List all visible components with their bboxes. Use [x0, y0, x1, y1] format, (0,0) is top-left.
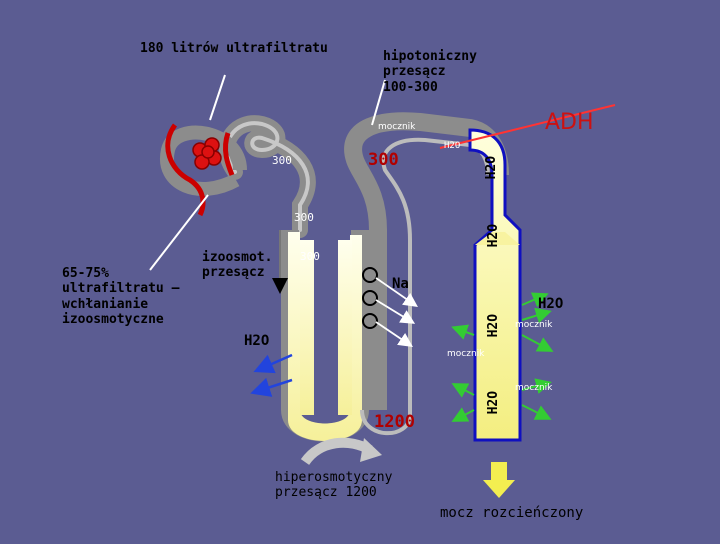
label-dilute-urine: mocz rozcieńczony — [440, 505, 583, 522]
label-h2o-top-small: H2O — [444, 141, 460, 152]
label-hypotonic: hipotoniczny przesącz 100-300 — [383, 49, 477, 95]
label-h2o-right: H2O — [538, 296, 563, 313]
label-osm-300-red: 300 — [368, 150, 399, 170]
pointer-reabsorption — [150, 195, 208, 270]
label-osm-300-mid: 300 — [294, 212, 314, 225]
label-urea-center: mocznik — [447, 349, 484, 360]
label-urea-right2: mocznik — [515, 383, 552, 394]
down-arrow-icon — [483, 462, 515, 498]
label-osm-300-left: 300 — [272, 155, 292, 168]
label-h2o-vert-2: H2O — [486, 224, 501, 247]
label-h2o-vert-1: H2O — [484, 156, 499, 179]
label-h2o-vert-4: H2O — [486, 391, 501, 414]
label-ultrafiltrate: 180 litrów ultrafiltratu — [140, 41, 328, 56]
label-reabsorption: 65-75% ultrafiltratu – wchłanianie izoos… — [62, 266, 179, 327]
label-adh: ADH — [545, 110, 594, 136]
pointer-ultrafiltrate — [210, 75, 225, 120]
label-osm-300-inner: 300 — [300, 251, 320, 264]
label-hyperosmotic: hiperosmotyczny przesącz 1200 — [275, 470, 392, 501]
label-urea-right1: mocznik — [515, 320, 552, 331]
label-urea-cortex: mocznik — [378, 122, 415, 133]
label-h2o-vert-3: H2O — [486, 314, 501, 337]
label-na: Na — [392, 276, 409, 293]
label-osm-1200: 1200 — [374, 412, 415, 432]
label-isoosmotic: izoosmot. przesącz — [202, 250, 272, 281]
glomerulus-icon — [193, 138, 221, 169]
curved-arrow-icon — [305, 443, 370, 462]
label-h2o-left: H2O — [244, 333, 269, 350]
